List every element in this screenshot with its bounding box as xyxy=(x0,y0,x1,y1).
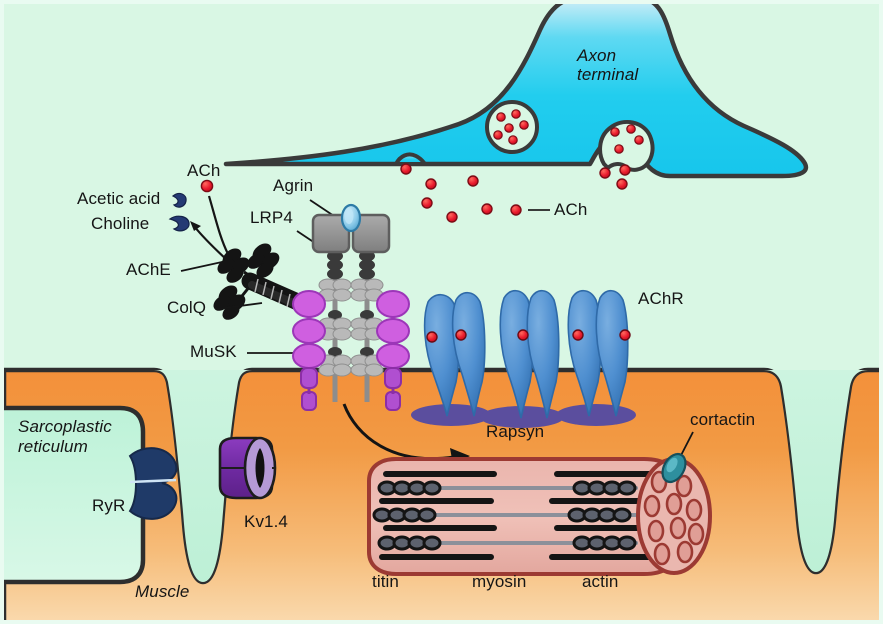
titin-beads xyxy=(372,480,637,551)
achr-label: AChR xyxy=(638,289,684,308)
lrp4-box-left xyxy=(311,213,351,254)
ach-to-ache-arrow xyxy=(207,195,229,255)
muscle-fold-left xyxy=(154,370,252,582)
achr-receptor-3 xyxy=(567,289,631,417)
musk-label: MuSK xyxy=(190,342,237,361)
ache-enzyme xyxy=(213,243,280,320)
muscle-fold-right xyxy=(764,370,868,572)
titin-label: titin xyxy=(372,572,399,591)
acetic-acid-glyph xyxy=(171,192,187,208)
musk-right xyxy=(376,290,410,411)
achr-receptor-2 xyxy=(499,289,560,419)
choline-label: Choline xyxy=(91,214,150,233)
axon-terminal-label: Axon terminal xyxy=(577,46,639,85)
achr-receptor-1 xyxy=(423,291,486,417)
colq-label: ColQ xyxy=(167,298,207,317)
fusing-vesicle xyxy=(598,120,655,172)
synaptic-vesicle xyxy=(485,100,539,154)
kv14-channel xyxy=(218,436,277,500)
musk-left xyxy=(292,290,326,411)
diagram-stage: Axon terminal ACh ACh Acetic acid Cholin… xyxy=(4,4,879,620)
sarcoplasmic-reticulum xyxy=(4,405,146,585)
ache-label: AChE xyxy=(126,260,171,279)
ryr-label: RyR xyxy=(92,496,126,515)
actin-label: actin xyxy=(582,572,619,591)
myofibril xyxy=(367,457,712,576)
sarcoplasmic-reticulum-label: Sarcoplastic reticulum xyxy=(18,417,112,456)
cortactin-label: cortactin xyxy=(690,410,756,429)
lrp4-box-right xyxy=(351,213,391,254)
rapsyn-label: Rapsyn xyxy=(486,422,545,441)
lrp4-musk-complex xyxy=(292,203,410,411)
muscle-label: Muscle xyxy=(135,582,190,601)
ach-cleft-label: ACh xyxy=(554,200,588,219)
lrp4-stalks xyxy=(318,250,384,377)
ryr-channel xyxy=(128,447,178,520)
ach-top-label: ACh xyxy=(187,161,221,180)
cortactin-molecule xyxy=(661,452,687,484)
choline-glyph xyxy=(168,215,190,232)
agrin-molecule xyxy=(340,203,362,233)
diagram-graphics xyxy=(4,4,879,620)
lrp4-label: LRP4 xyxy=(250,208,293,227)
kv14-label: Kv1.4 xyxy=(244,512,288,531)
cleft-ach-dots xyxy=(200,163,550,223)
acetic-acid-label: Acetic acid xyxy=(77,189,161,208)
released-ach-dots xyxy=(599,164,631,190)
agrin-label: Agrin xyxy=(273,176,314,195)
ache-products-arrow xyxy=(190,221,228,261)
myosin-label: myosin xyxy=(472,572,527,591)
